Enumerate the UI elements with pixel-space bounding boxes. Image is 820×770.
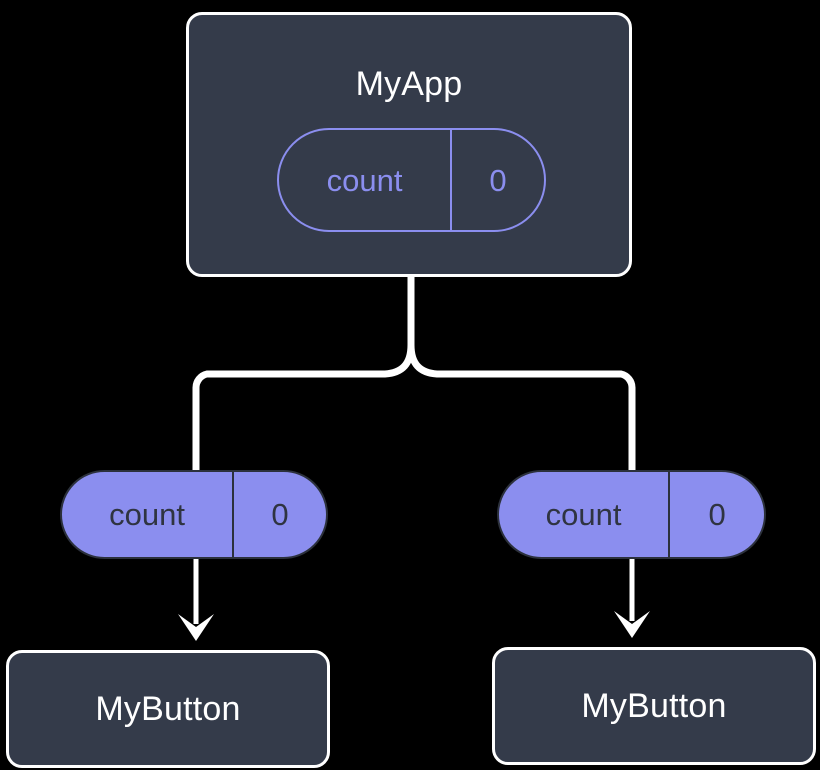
component-node-myapp[interactable]: MyApp — [186, 12, 632, 277]
wire-split-left — [207, 344, 415, 378]
prop-pill-value: 0 — [668, 472, 764, 557]
wire-rail-right — [618, 370, 636, 478]
component-title: MyButton — [95, 690, 241, 728]
arrow-head-left-icon — [178, 614, 214, 641]
wire-split-right — [407, 344, 621, 378]
component-title: MyButton — [581, 687, 727, 725]
component-title: MyApp — [355, 65, 463, 103]
state-pill-key: count — [326, 162, 403, 198]
prop-pill-key: count — [109, 497, 185, 532]
prop-pill-left-count[interactable]: count 0 — [60, 470, 328, 559]
prop-pill-value: 0 — [232, 472, 326, 557]
state-pill-myapp-count[interactable]: count 0 — [277, 128, 546, 232]
arrow-head-right-icon — [614, 611, 650, 638]
component-node-mybutton-right[interactable]: MyButton — [492, 647, 816, 765]
component-node-mybutton-left[interactable]: MyButton — [6, 650, 330, 768]
prop-pill-key: count — [545, 497, 622, 532]
state-pill-value: 0 — [450, 130, 544, 230]
prop-pill-right-count[interactable]: count 0 — [497, 470, 766, 559]
wire-rail-left — [192, 370, 210, 478]
